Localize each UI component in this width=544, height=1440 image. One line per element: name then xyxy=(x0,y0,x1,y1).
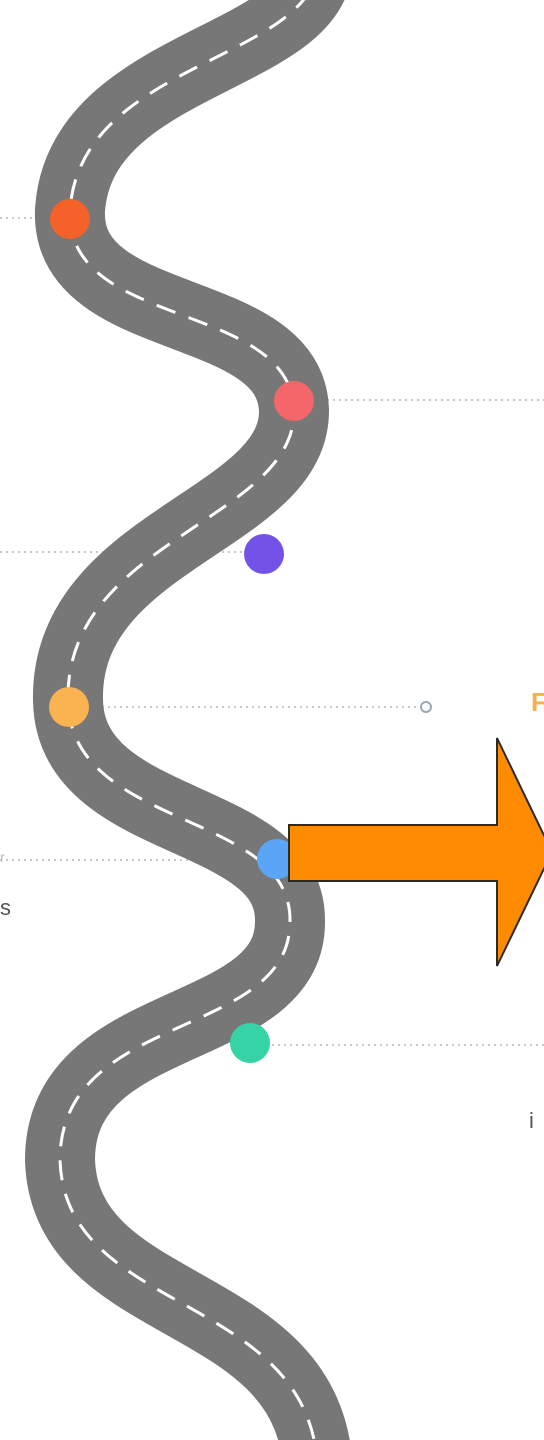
arrow-right-icon xyxy=(289,738,544,966)
milestone-dot-3 xyxy=(244,534,284,574)
text-fragment-right-body: i xyxy=(529,1110,534,1132)
text-fragment-left-top: r xyxy=(0,850,5,864)
milestone-dot-6 xyxy=(230,1023,270,1063)
milestone-dot-4 xyxy=(49,687,89,727)
milestone-dot-2 xyxy=(274,381,314,421)
road xyxy=(60,0,318,1440)
connector-end-dot xyxy=(421,702,431,712)
text-fragment-right-heading: F xyxy=(531,689,544,715)
milestone-dot-1 xyxy=(50,199,90,239)
text-fragment-left-bottom: s xyxy=(0,897,11,919)
